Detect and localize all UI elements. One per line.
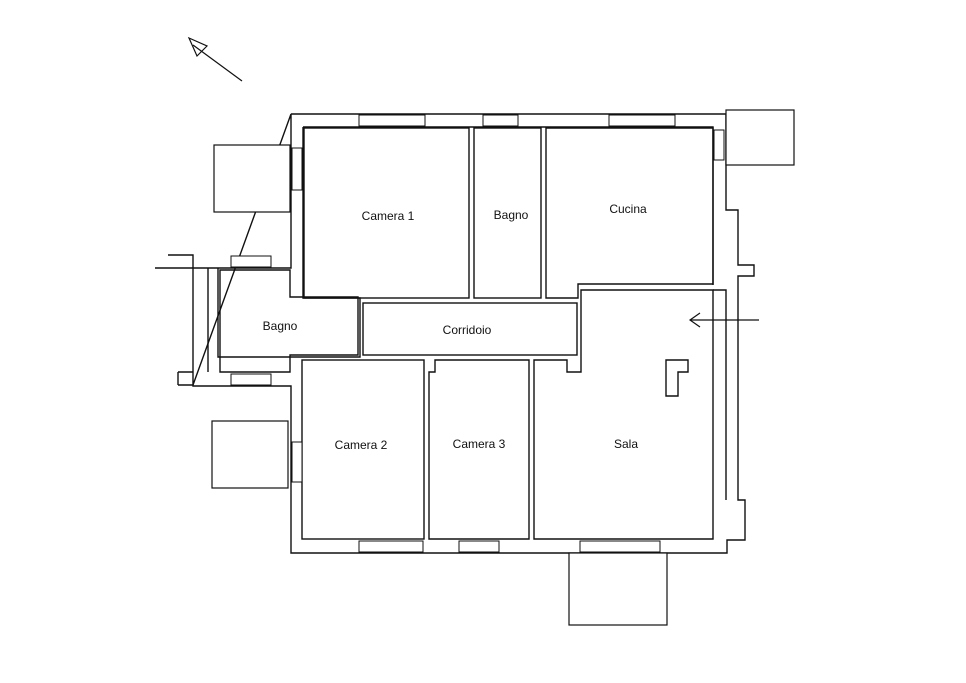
room-label-cucina: Cucina [609,202,647,216]
room-label-corridoio: Corridoio [443,323,492,337]
windows [230,114,725,553]
room-label-bagno-top: Bagno [494,208,529,222]
room-label-camera-1: Camera 1 [362,209,415,223]
entrance-arrow-icon [688,312,759,328]
north-arrow-icon [187,36,243,82]
room-labels: Camera 1 Bagno Cucina Bagno Corridoio Ca… [263,202,647,452]
room-label-camera-3: Camera 3 [453,437,506,451]
room-label-camera-2: Camera 2 [335,438,388,452]
room-label-sala: Sala [614,437,638,451]
balconies [211,109,795,626]
room-label-bagno-left: Bagno [263,319,298,333]
